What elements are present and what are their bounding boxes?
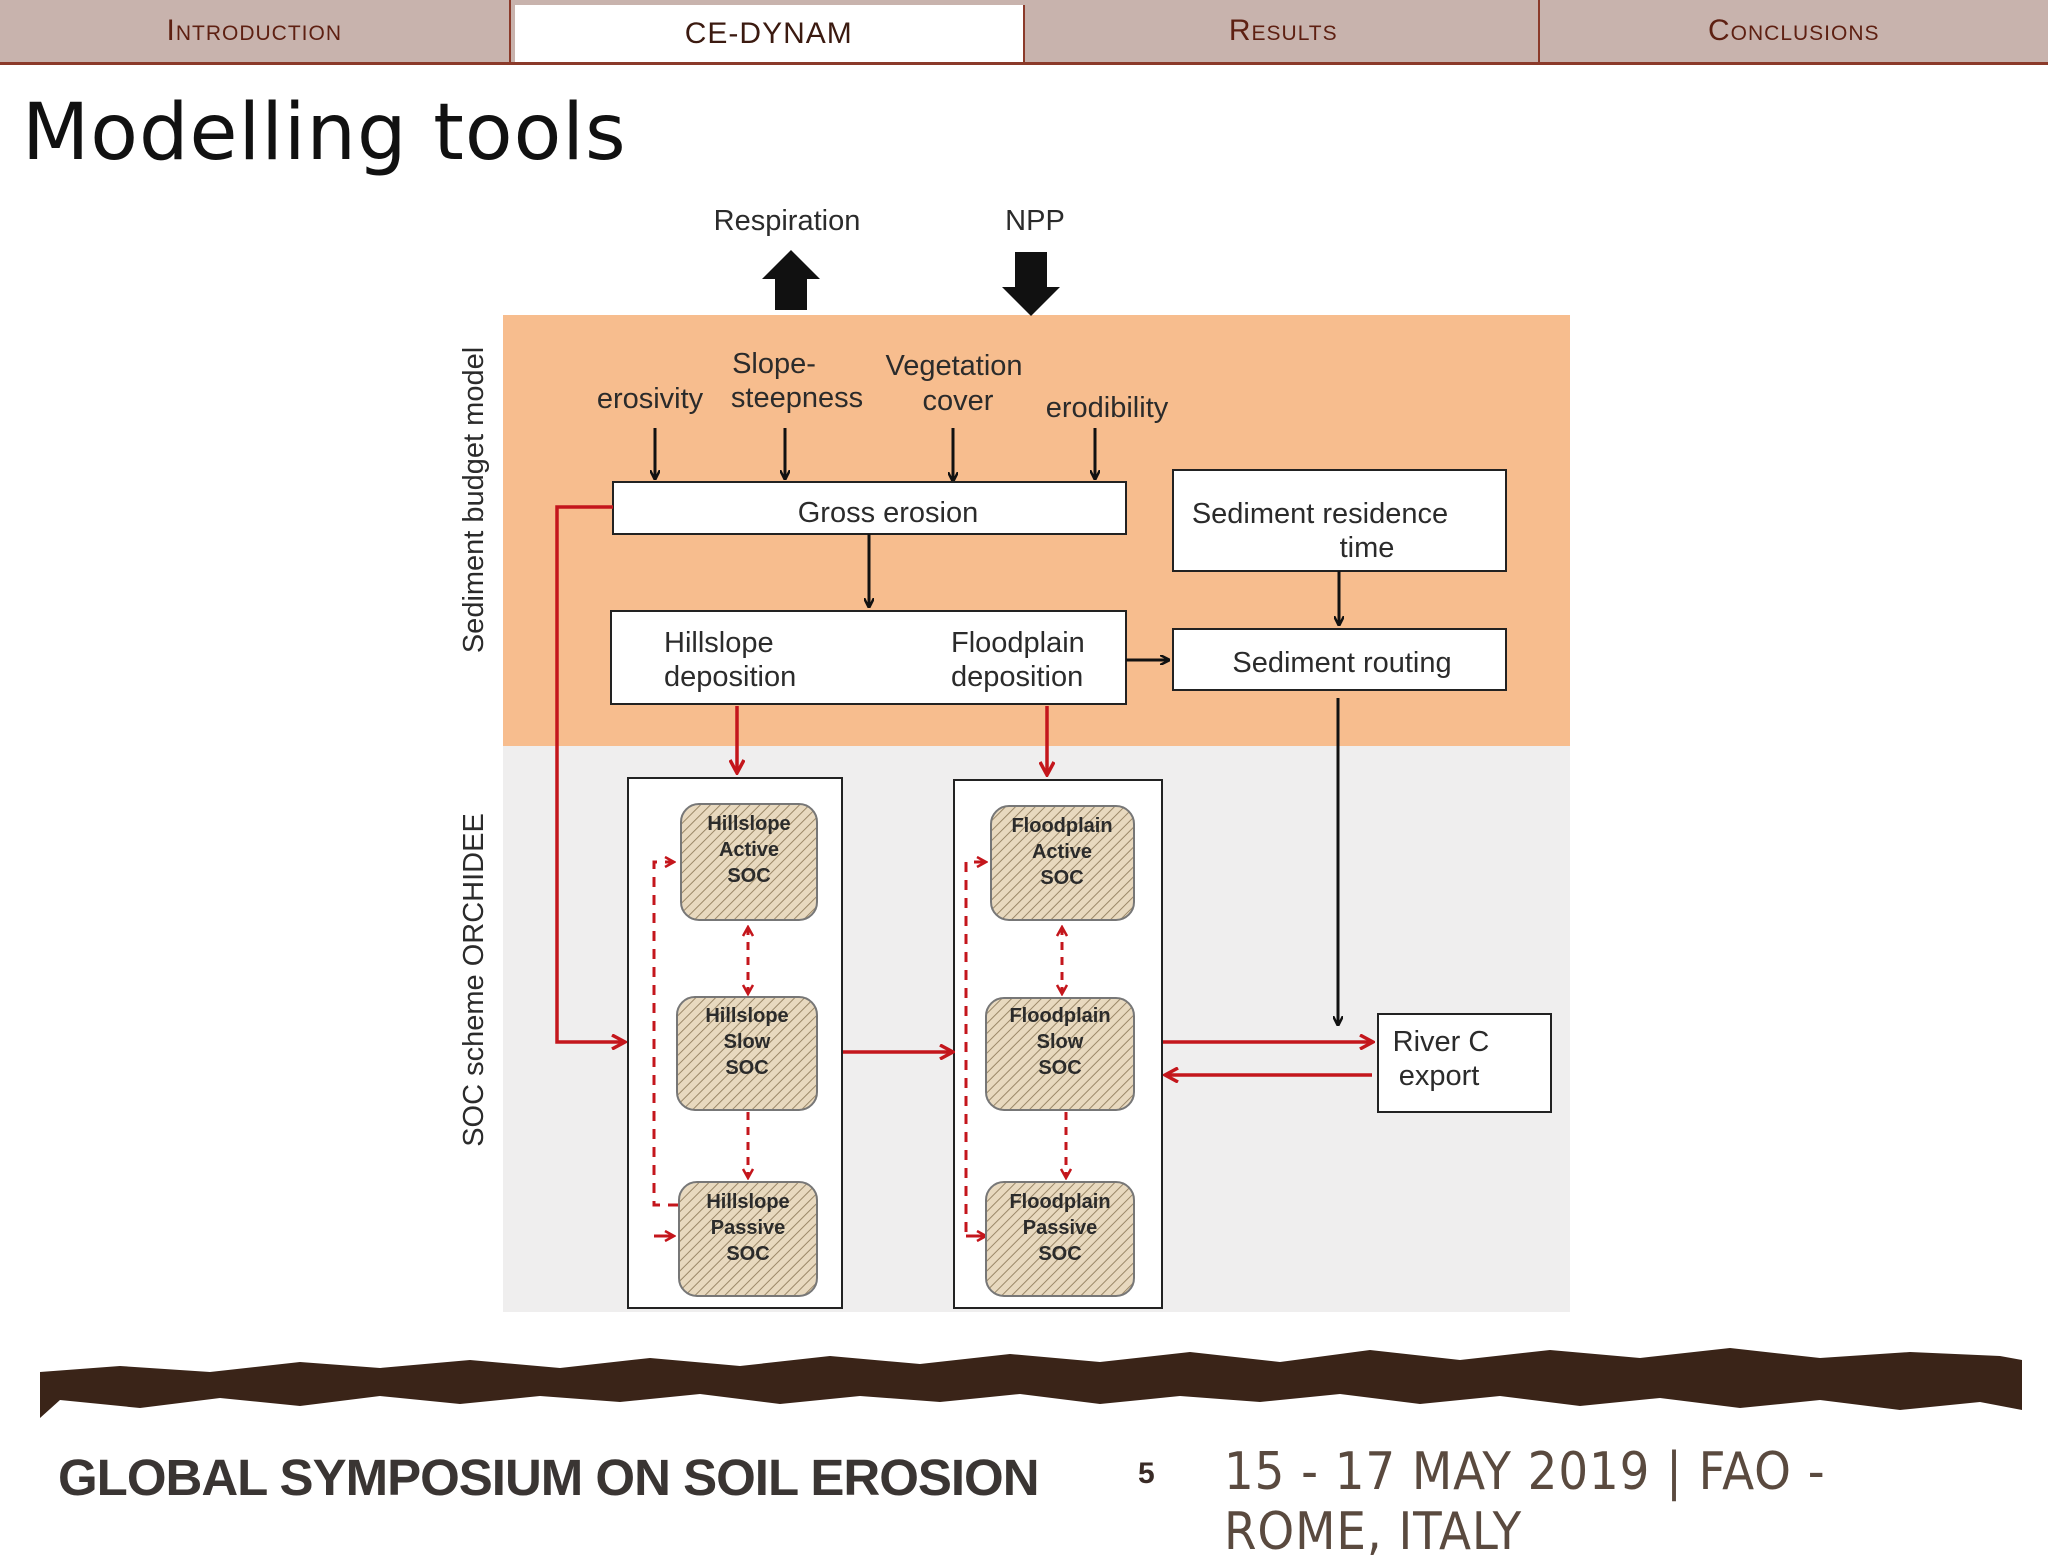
svg-text:SOC: SOC [725,1057,768,1079]
hillslope-passive-soc-pool: Hillslope Passive SOC [679,1182,817,1296]
npp-arrow-icon [1002,252,1060,316]
sediment-section-label: Sediment budget model [458,347,490,653]
hillslope-slow-soc-pool: Hillslope Slow SOC [677,997,817,1110]
svg-text:Passive: Passive [711,1217,786,1239]
river-export-line2: export [1399,1060,1480,1092]
svg-text:Hillslope: Hillslope [705,1005,788,1027]
river-export-line1: River C [1393,1026,1490,1058]
erodibility-label: erodibility [1046,392,1169,424]
respiration-arrow-icon [762,250,820,310]
floodplain-deposition-line2: deposition [951,661,1083,693]
sediment-residence-line2: time [1340,532,1395,564]
svg-text:SOC: SOC [1038,1243,1081,1265]
sediment-routing-label: Sediment routing [1232,647,1451,679]
slope-label-line1: Slope- [732,348,816,380]
hillslope-deposition-line2: deposition [664,661,796,693]
hillslope-deposition-line1: Hillslope [664,627,774,659]
slope-label-line2: steepness [731,382,863,414]
svg-text:SOC: SOC [726,1243,769,1265]
floodplain-deposition-line1: Floodplain [951,627,1085,659]
hillslope-active-soc-pool: Hillslope Active SOC [681,804,817,920]
svg-text:Slow: Slow [1037,1031,1084,1053]
svg-text:SOC: SOC [1038,1057,1081,1079]
respiration-label: Respiration [714,205,861,237]
floodplain-slow-soc-pool: Floodplain Slow SOC [986,998,1134,1110]
svg-text:Active: Active [1032,841,1092,863]
svg-text:Floodplain: Floodplain [1009,1191,1110,1213]
floodplain-passive-soc-pool: Floodplain Passive SOC [986,1182,1134,1296]
floodplain-active-soc-pool: Floodplain Active SOC [991,806,1134,920]
svg-text:SOC: SOC [727,865,770,887]
soil-strip-decoration [40,1348,2022,1418]
gross-erosion-label: Gross erosion [798,497,979,529]
svg-text:Slow: Slow [724,1031,771,1053]
svg-text:Floodplain: Floodplain [1009,1005,1110,1027]
npp-label: NPP [1005,205,1065,237]
vegetation-label-line1: Vegetation [885,350,1022,382]
svg-text:Passive: Passive [1023,1217,1098,1239]
symposium-name: GLOBAL SYMPOSIUM ON SOIL EROSION [58,1448,1039,1507]
vegetation-label-line2: cover [923,385,994,417]
svg-text:Hillslope: Hillslope [707,813,790,835]
erosivity-label: erosivity [597,383,704,415]
event-date-location: 15 - 17 MAY 2019 | FAO - ROME, ITALY [1224,1442,1966,1562]
svg-text:Floodplain: Floodplain [1011,815,1112,837]
page-number: 5 [1138,1457,1155,1491]
svg-text:Hillslope: Hillslope [706,1191,789,1213]
svg-text:SOC: SOC [1040,867,1083,889]
svg-text:Active: Active [719,839,779,861]
sediment-residence-line1: Sediment residence [1192,498,1448,530]
soc-section-label: SOC scheme ORCHIDEE [458,813,490,1147]
